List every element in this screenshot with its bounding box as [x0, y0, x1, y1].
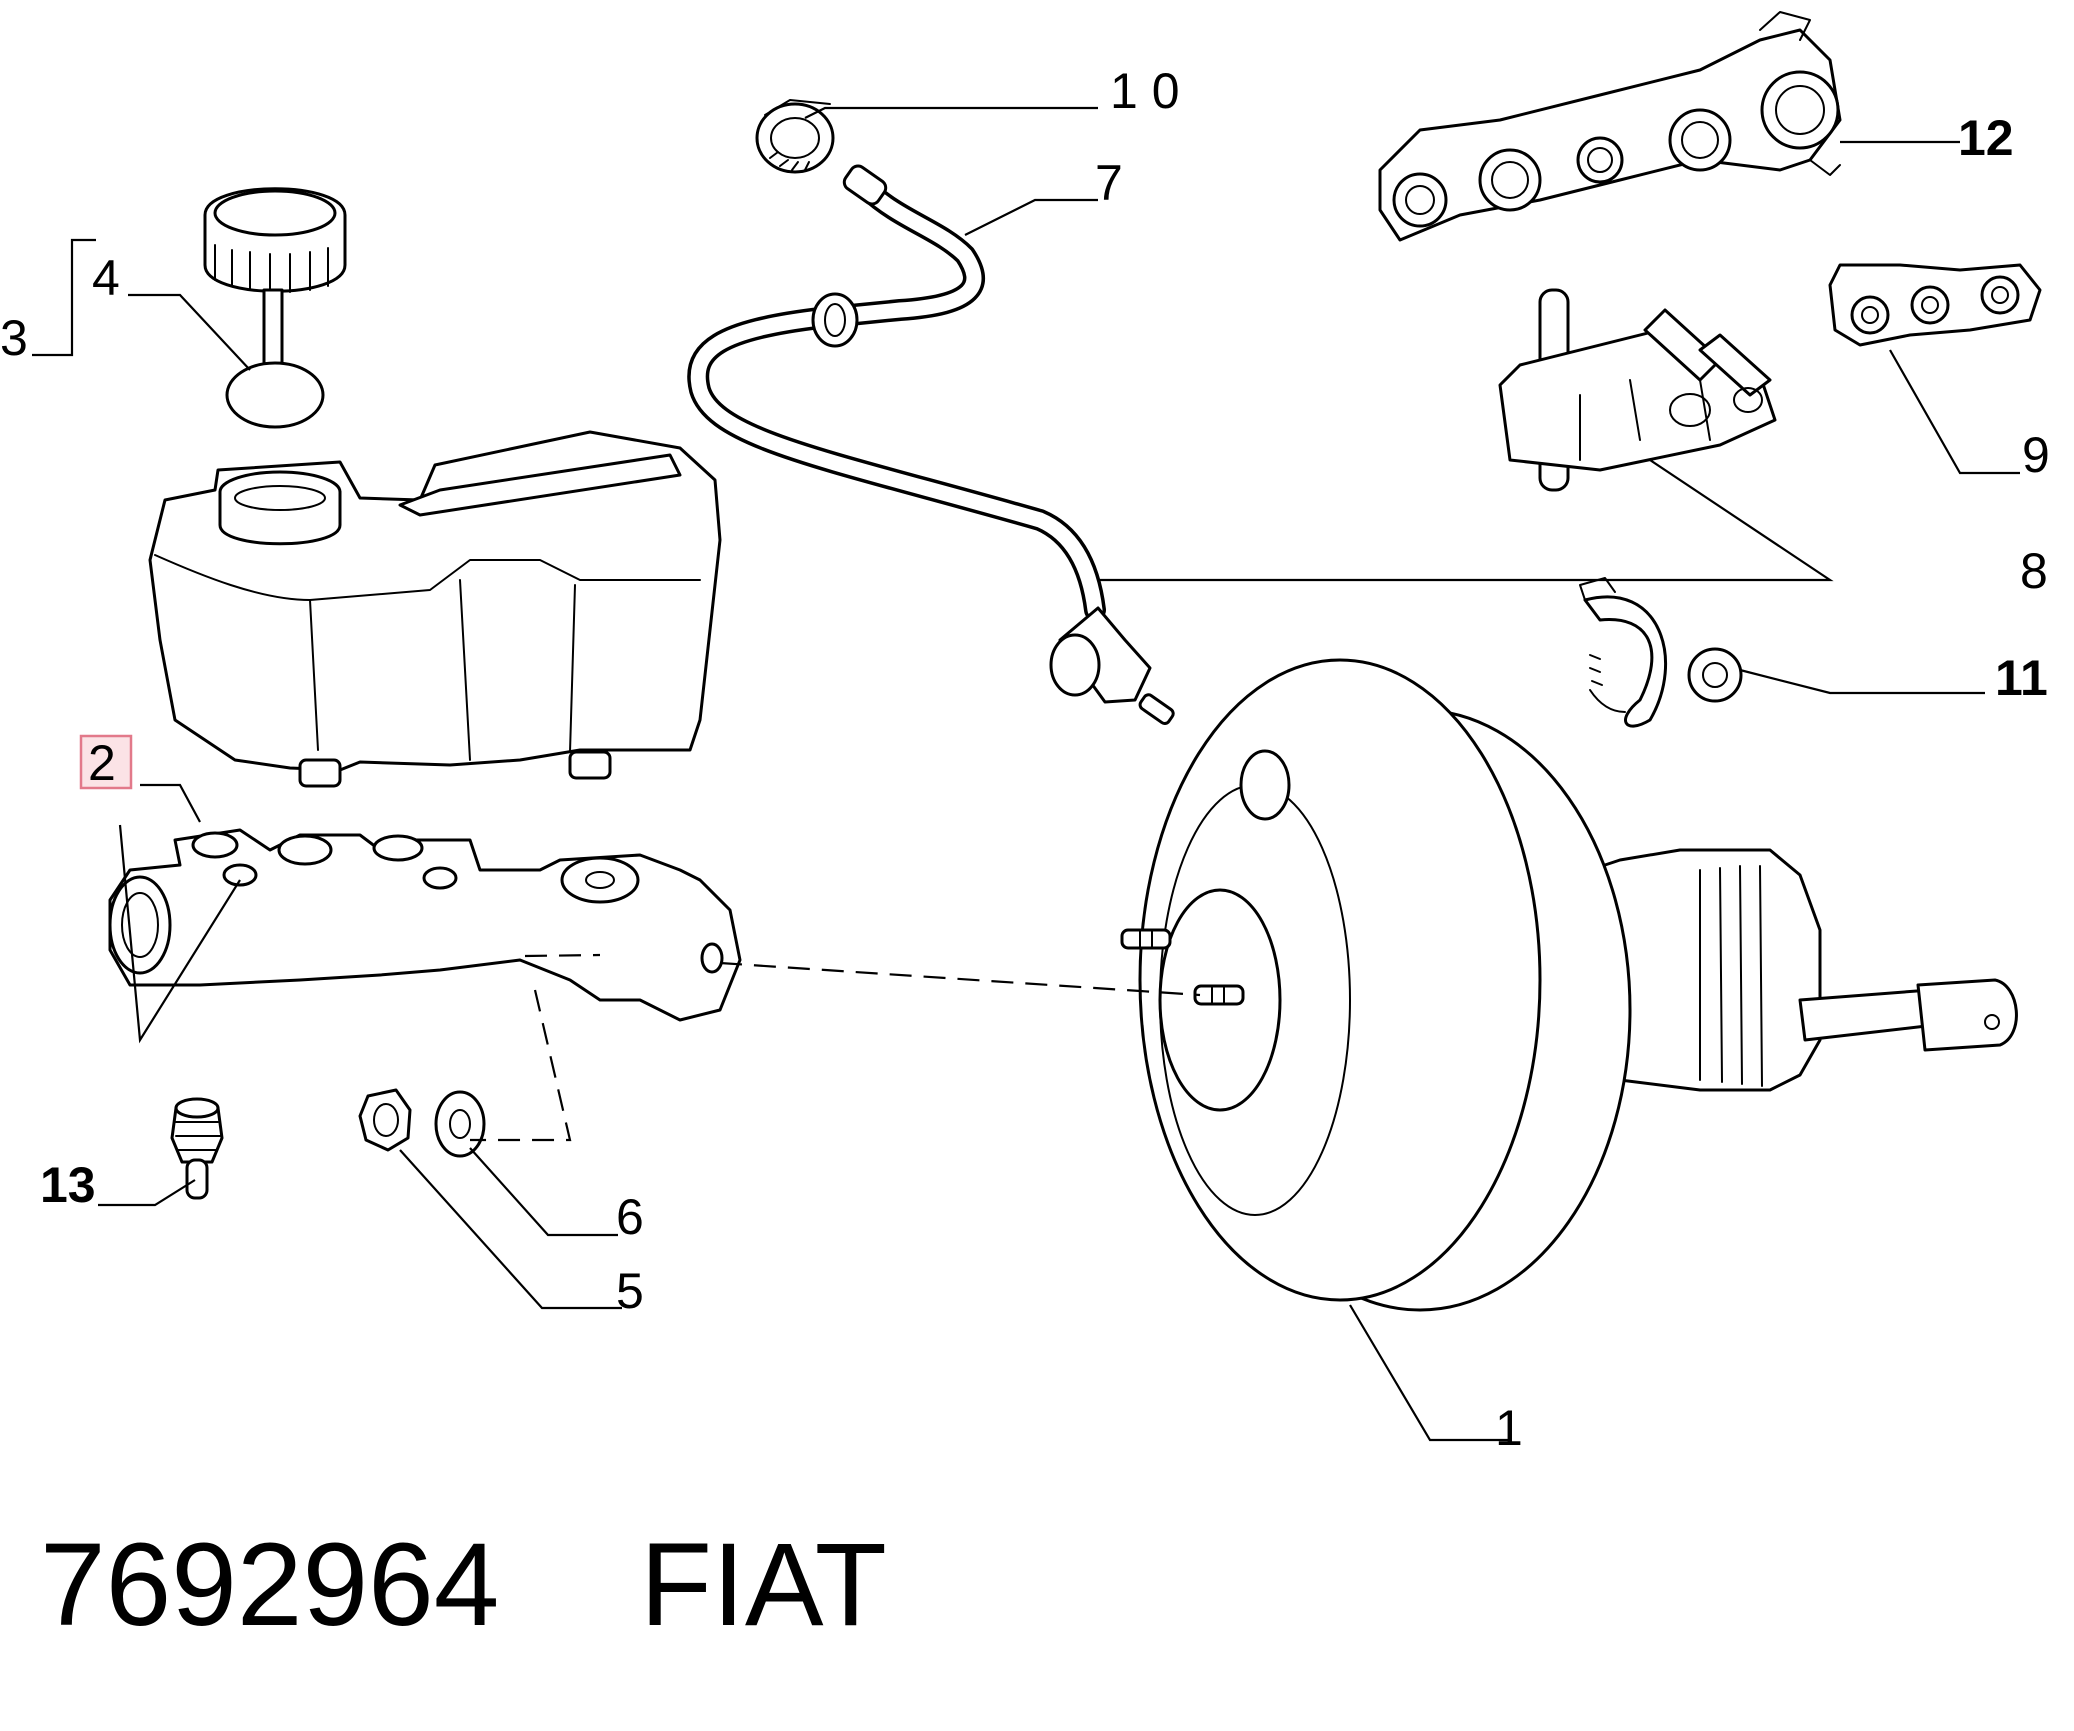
brand-name: FIAT [640, 1519, 887, 1651]
callout-6[interactable]: 6 [616, 1189, 644, 1245]
callout-13[interactable]: 13 [40, 1157, 96, 1213]
pipe-clip-12-part [1378, 11, 1842, 242]
callout-2-highlight [79, 734, 133, 790]
part-number: 7692964 [40, 1519, 499, 1651]
callout-2[interactable]: 2 [88, 735, 116, 791]
callout-9[interactable]: 9 [2022, 427, 2050, 483]
callout-4[interactable]: 4 [92, 250, 120, 306]
callout-8[interactable]: 8 [2020, 543, 2048, 599]
nut-part [358, 1088, 412, 1152]
fluid-reservoir-part [148, 430, 722, 788]
clamp-11-part [1579, 577, 1743, 728]
pipe-clip-9-part [1828, 263, 2042, 347]
leader-lines [32, 106, 2020, 1442]
vacuum-hose-part [687, 164, 1175, 725]
callout-5[interactable]: 5 [616, 1263, 644, 1319]
callout-10[interactable]: 1 0 [1110, 63, 1180, 119]
bleed-screw-part [170, 1097, 224, 1200]
callout-1[interactable]: 1 [1495, 1400, 1523, 1456]
hose-clamp-part [755, 99, 835, 174]
alignment-dashed-line [719, 961, 1201, 997]
pipe-bracket-8-part [1498, 288, 1777, 492]
reservoir-cap-part [203, 187, 347, 429]
washer-part [434, 1090, 486, 1158]
brake-booster-part [1120, 658, 2018, 1312]
callout-3[interactable]: 3 [0, 310, 28, 366]
callout-11[interactable]: 11 [1995, 650, 2048, 706]
callout-7[interactable]: 7 [1095, 155, 1123, 211]
callout-12[interactable]: 12 [1958, 110, 2014, 166]
master-cylinder-part [108, 828, 742, 1022]
stud-dashed-line [470, 953, 601, 1142]
